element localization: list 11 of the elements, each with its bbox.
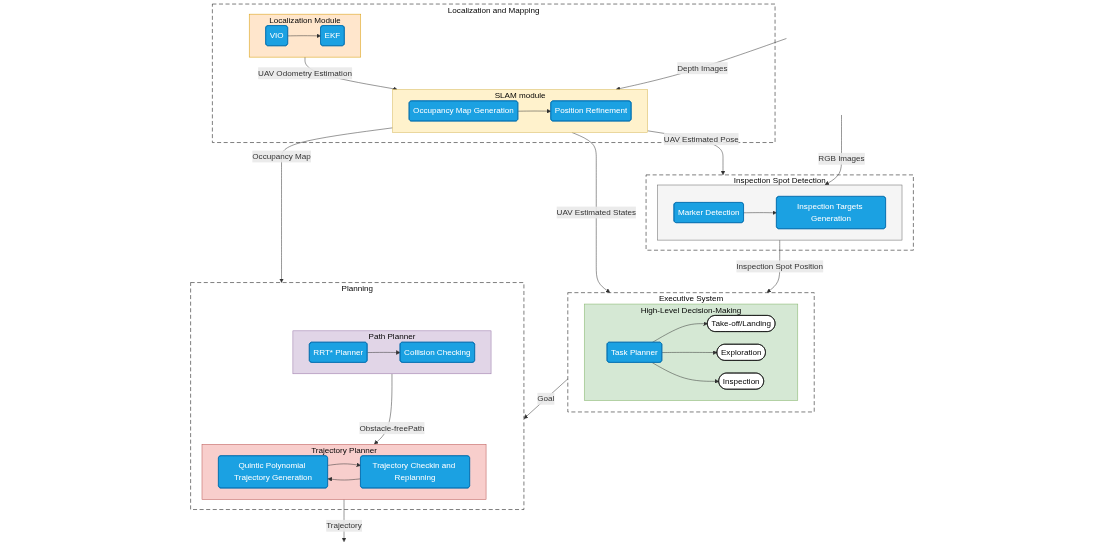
edge-label: Occupancy Map — [252, 151, 311, 161]
edge-label: Depth Images — [677, 63, 728, 73]
cluster — [657, 184, 903, 241]
edge-label: Goal — [537, 394, 555, 403]
edge-label: Inspection Spot Position — [736, 261, 824, 271]
edge-label: Trajectory — [326, 521, 362, 530]
edge-label: UAV Odometry Estimation — [258, 68, 352, 78]
edge-label: UAV Estimated States — [556, 208, 636, 217]
edge-label: RGB Images — [818, 154, 865, 163]
edge-label: UAV Estimated Pose — [663, 134, 739, 144]
edge-label: Obstacle-freePath — [359, 423, 425, 433]
